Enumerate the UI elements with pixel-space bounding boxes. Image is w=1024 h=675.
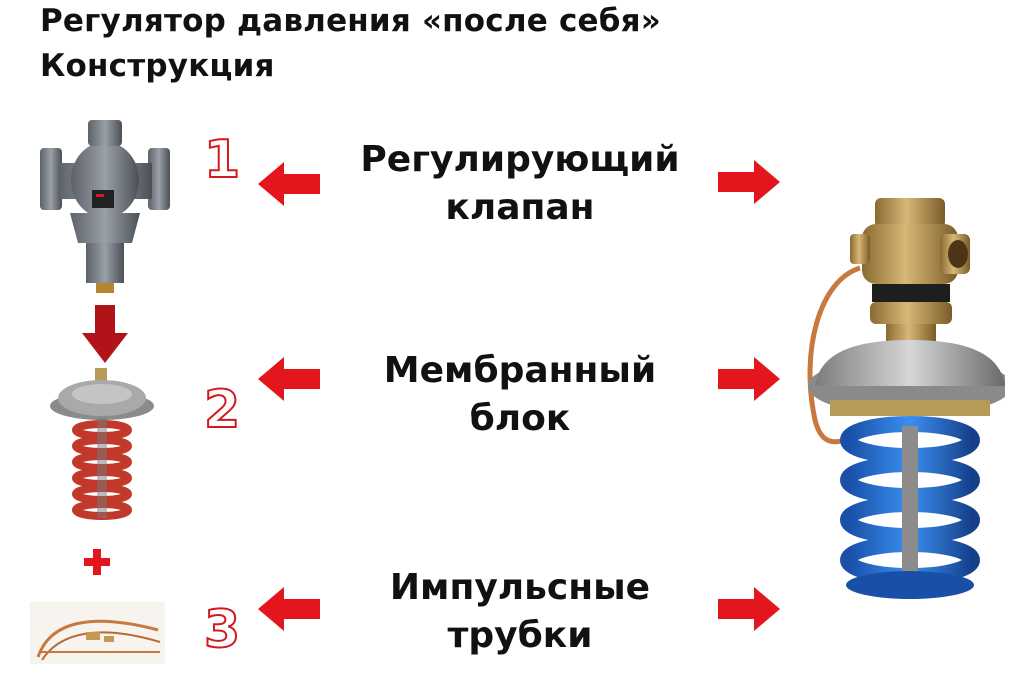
label-control-valve: Регулирующий клапан [340, 136, 700, 232]
right-arrow-3 [718, 587, 780, 631]
label-control-valve-line1: Регулирующий [360, 139, 680, 180]
left-arrow-2 [258, 357, 320, 401]
impulse-tubes-image [30, 602, 165, 664]
down-arrow-icon [82, 305, 128, 363]
page-title: Регулятор давления «после себя» [40, 3, 661, 39]
plus-icon [84, 549, 110, 575]
assembled-regulator-image [807, 198, 1005, 599]
label-membrane-block-line2: блок [469, 398, 571, 439]
page-subtitle: Конструкция [40, 48, 275, 84]
label-impulse-tubes-line1: Импульсные [389, 567, 651, 608]
left-arrow-1 [258, 162, 320, 206]
label-membrane-block-line1: Мембранный [383, 350, 657, 391]
membrane-block-image [50, 368, 154, 520]
label-control-valve-line2: клапан [445, 187, 595, 228]
left-arrow-3 [258, 587, 320, 631]
label-membrane-block: Мембранный блок [340, 347, 700, 443]
part-number-1: 1 [203, 129, 241, 191]
part-number-3: 3 [203, 599, 241, 661]
label-impulse-tubes-line2: трубки [447, 615, 593, 656]
valve-body-image [40, 120, 170, 293]
right-arrow-1 [718, 160, 780, 204]
label-impulse-tubes: Импульсные трубки [340, 564, 700, 660]
part-number-2: 2 [203, 379, 241, 441]
right-arrow-2 [718, 357, 780, 401]
